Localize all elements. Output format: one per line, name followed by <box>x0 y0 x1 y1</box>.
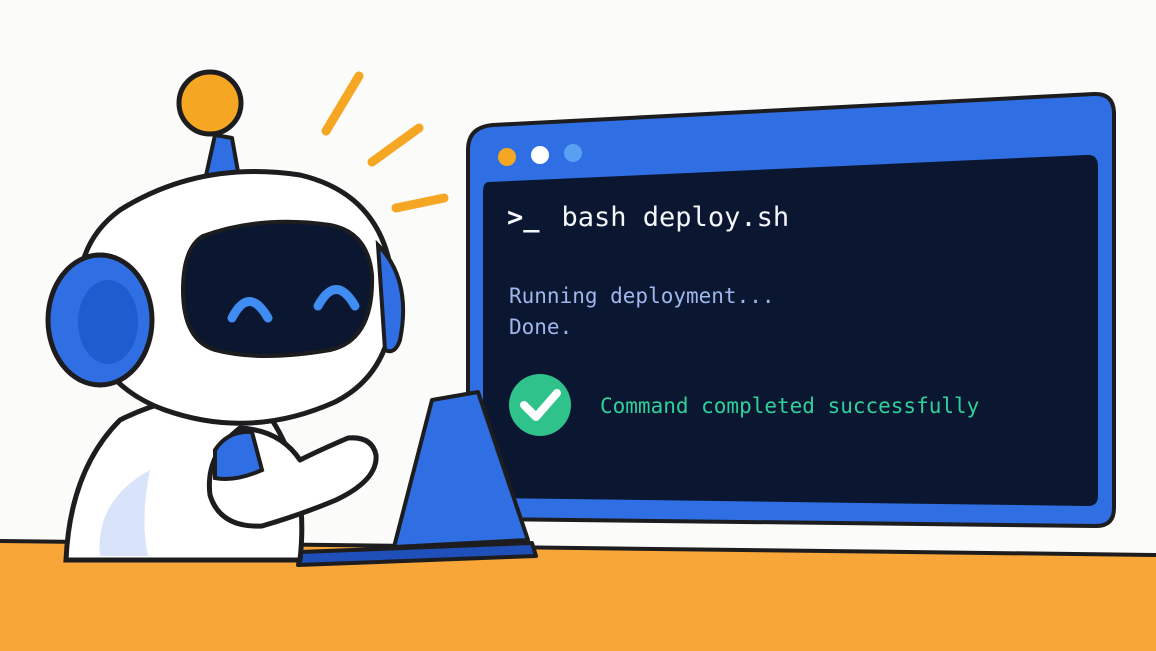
status-message: Command completed successfully <box>600 394 980 418</box>
sparkle-lines-icon <box>321 71 449 213</box>
prompt-symbol: >_ <box>507 202 540 233</box>
check-circle-icon <box>509 374 571 436</box>
window-dot-orange <box>498 148 516 166</box>
laptop-icon <box>296 390 538 567</box>
output-line: Running deployment... <box>509 284 775 308</box>
window-dot-blue <box>564 144 582 162</box>
command-line: >_ bash deploy.sh <box>507 202 789 233</box>
monitor <box>466 91 1116 529</box>
command-text: bash deploy.sh <box>561 202 790 233</box>
antenna-icon <box>176 69 244 185</box>
output-line: Done. <box>509 315 573 339</box>
headphones-icon <box>45 239 406 388</box>
window-dot-white <box>531 146 549 164</box>
robot-mascot <box>45 69 406 563</box>
smiling-eyes <box>227 285 360 323</box>
window-controls <box>498 144 582 166</box>
